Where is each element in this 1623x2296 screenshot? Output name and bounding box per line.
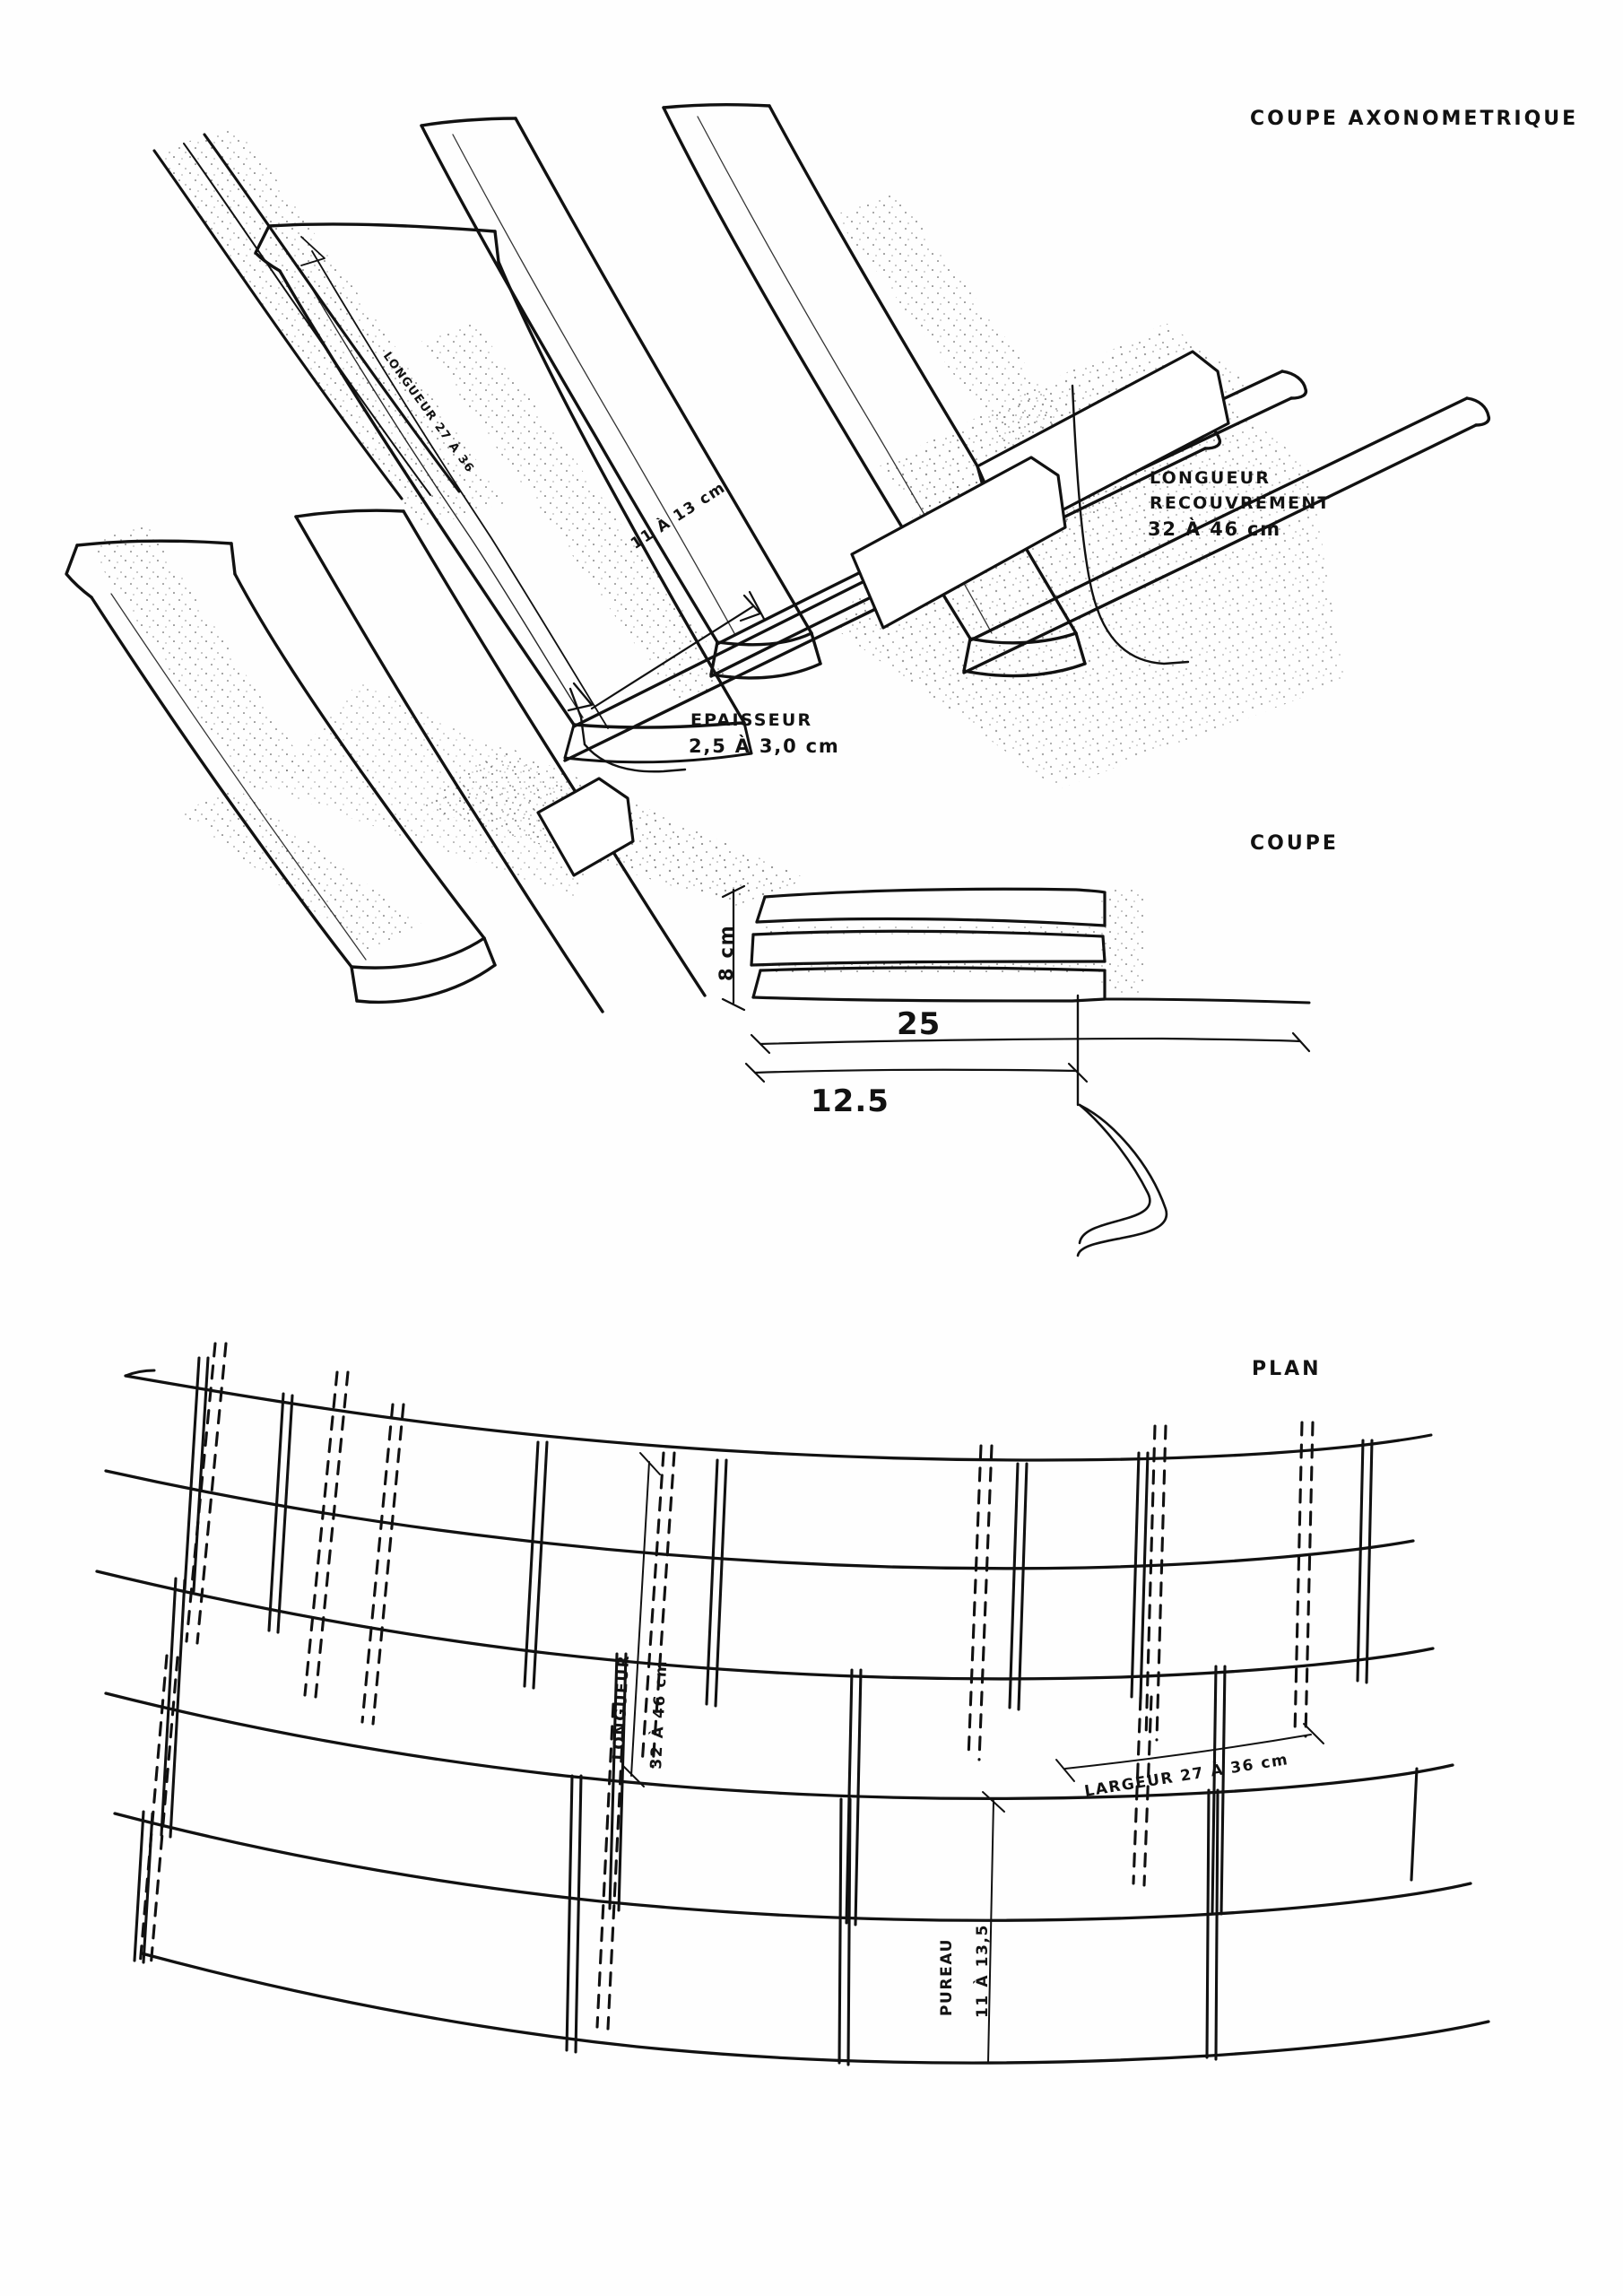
overlap-tiles	[536, 350, 1230, 877]
section-slab-top	[755, 887, 1107, 927]
plan-label-pureau-value: 11 À 13,5	[974, 1924, 992, 2018]
section-label-hauteur: 8 cm	[716, 924, 737, 981]
axonometric-drawing	[65, 103, 1491, 1013]
leader-recouvrement	[1071, 384, 1190, 665]
axonometric-title: COUPE AXONOMETRIQUE	[1250, 108, 1579, 130]
dim-plan-pureau	[982, 1791, 1005, 2064]
course-h	[962, 396, 1491, 674]
axonometric-label-recouvrement-title: LONGUEUR	[1150, 468, 1271, 488]
dim-plan-longueur	[621, 1452, 661, 1787]
slab-b	[420, 117, 822, 680]
section-label-demi-largeur: 12.5	[811, 1083, 890, 1119]
plan-title: PLAN	[1252, 1358, 1322, 1380]
axonometric-label-recouvrement-value: 32 À 46 cm	[1148, 518, 1281, 540]
plan-joints-dashed	[138, 1342, 1315, 2031]
dim-plan-largeur	[1055, 1723, 1324, 1782]
axonometric-label-recouvrement-title2: RECOUVREMENT	[1150, 493, 1332, 513]
dim-25	[750, 1031, 1311, 1055]
slab-d	[65, 539, 497, 1004]
dim-8cm	[721, 884, 746, 1012]
plan-course-lines	[95, 1374, 1490, 2065]
dim-longueur-axo	[300, 236, 609, 729]
leader-epaisseur	[567, 682, 687, 773]
section-drawing	[721, 884, 1311, 1257]
dim-pureau-axo	[590, 590, 766, 710]
section-title: COUPE	[1250, 832, 1339, 855]
section-label-largeur-totale: 25	[897, 1006, 942, 1042]
section-leader	[1076, 1103, 1168, 1257]
dim-12-5	[744, 1062, 1089, 1083]
section-slab-bot	[751, 966, 1107, 1003]
axonometric-label-epaisseur-title: EPAISSEUR	[690, 710, 813, 730]
plan-label-pureau-title: PUREAU	[938, 1937, 956, 2016]
axonometric-label-epaisseur-value: 2,5 À 3,0 cm	[689, 735, 840, 757]
plan-joints-solid	[133, 1356, 1419, 2066]
plan-drawing	[95, 1342, 1490, 2066]
